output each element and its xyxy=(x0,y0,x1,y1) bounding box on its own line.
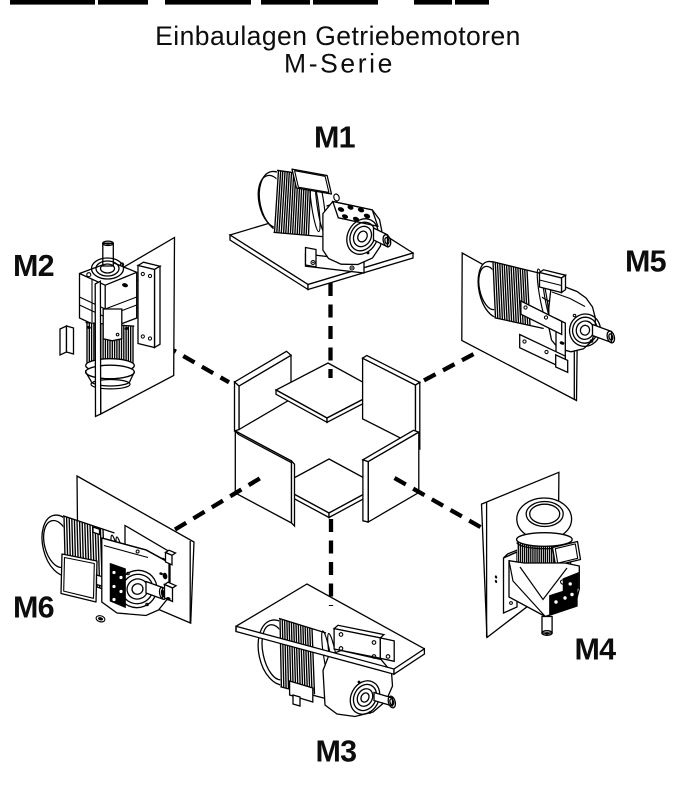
svg-text:M1: M1 xyxy=(314,121,356,155)
svg-text:M2: M2 xyxy=(13,249,54,283)
svg-text:M6: M6 xyxy=(13,591,54,625)
svg-text:M3: M3 xyxy=(316,735,357,769)
svg-text:M5: M5 xyxy=(625,245,667,279)
svg-text:Einbaulagen Getriebemotoren: Einbaulagen Getriebemotoren xyxy=(155,21,521,51)
svg-text:M-Serie: M-Serie xyxy=(284,48,395,78)
svg-text:M4: M4 xyxy=(575,633,617,667)
